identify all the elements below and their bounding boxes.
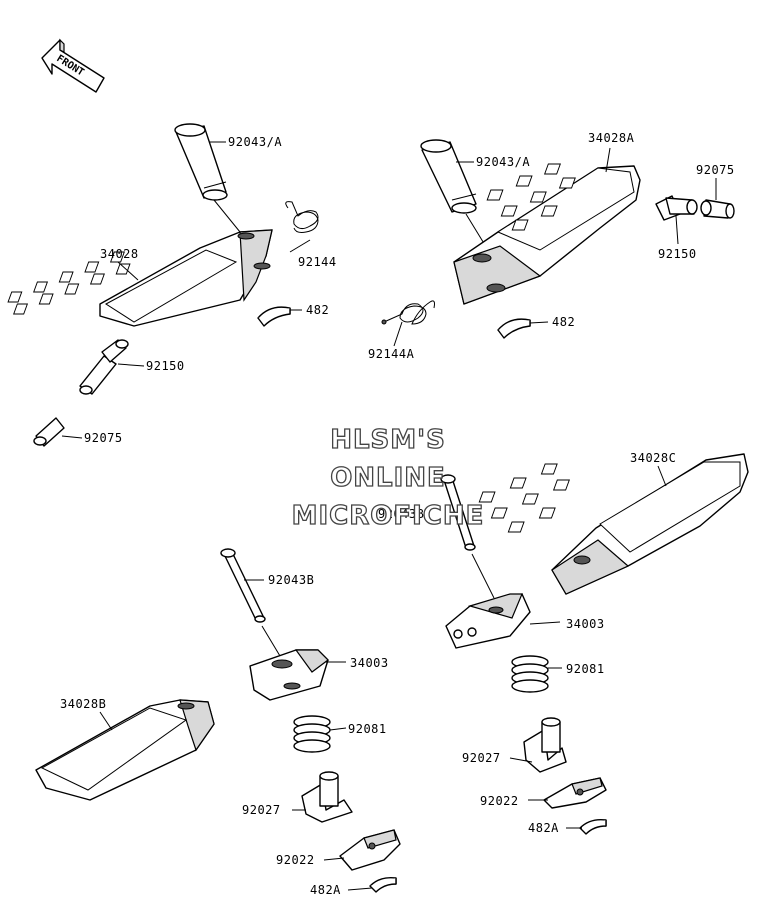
part-labels: 92043/A 92144 34028 482 92150 92075 9204… [60, 131, 735, 897]
watermark-line-1: HLSM'S [330, 425, 446, 455]
label-92144a: 92144A [368, 347, 415, 361]
label-34028b: 34028B [60, 697, 106, 711]
label-482-right: 482 [552, 315, 575, 329]
mount-92027-left [301, 771, 353, 823]
label-92043a-right: 92043/A [476, 155, 530, 169]
pin-92043b-right [440, 474, 476, 551]
label-482-left: 482 [306, 303, 329, 317]
label-92022-right: 92022 [480, 794, 519, 808]
label-34003-left: 34003 [350, 656, 389, 670]
cap-92075-right [700, 199, 735, 219]
label-92022-left: 92022 [276, 853, 315, 867]
bracket-34003-right [445, 593, 531, 649]
washer-482a-left [369, 876, 397, 893]
footpeg-34028c [478, 453, 749, 595]
washer-482-left [257, 306, 291, 327]
label-92081-left: 92081 [348, 722, 387, 736]
spring-92144a [381, 300, 435, 325]
spring-92081-right [511, 655, 549, 693]
bracket-34003-left [249, 649, 329, 701]
label-34028a: 34028A [588, 131, 635, 145]
cap-92075-left [33, 417, 65, 447]
spring-92144 [285, 201, 319, 233]
footpeg-34028a [453, 163, 641, 305]
watermark-line-2: ONLINE [330, 463, 446, 493]
plate-92022-right [543, 777, 607, 809]
label-482a-left: 482A [310, 883, 341, 897]
label-92043b-right: 92043B [378, 507, 424, 521]
label-92144: 92144 [298, 255, 337, 269]
label-92150-left: 92150 [146, 359, 185, 373]
label-92043a-left: 92043/A [228, 135, 282, 149]
watermark: HLSM'S ONLINE MICROFICHE [291, 424, 485, 531]
pin-92043b-left [220, 548, 266, 623]
label-34028c: 34028C [630, 451, 676, 465]
label-92043b-left: 92043B [268, 573, 314, 587]
label-482a-right: 482A [528, 821, 559, 835]
label-92027-right: 92027 [462, 751, 501, 765]
label-92150-right: 92150 [658, 247, 697, 261]
label-34028: 34028 [100, 247, 139, 261]
footpeg-34028b [35, 699, 215, 801]
washer-482-right [497, 318, 531, 339]
spring-92081-left [293, 715, 331, 753]
watermark-line-3: MICROFICHE [292, 501, 485, 531]
pin-92150-right [655, 195, 698, 221]
front-arrow-icon: FRONT [41, 38, 105, 93]
label-92075-left: 92075 [84, 431, 123, 445]
pin-92043a-left [174, 123, 228, 201]
label-92081-right: 92081 [566, 662, 605, 676]
leader-lines [61, 141, 717, 891]
mount-92027-right [523, 717, 567, 773]
washer-482a-right [579, 818, 607, 835]
plate-92022-left [339, 829, 401, 871]
pin-92043a-right [420, 139, 477, 214]
label-92075-right: 92075 [696, 163, 735, 177]
label-34003-right: 34003 [566, 617, 605, 631]
label-92027-left: 92027 [242, 803, 281, 817]
pin-92150-left [79, 339, 129, 395]
footpeg-34028 [7, 229, 273, 327]
